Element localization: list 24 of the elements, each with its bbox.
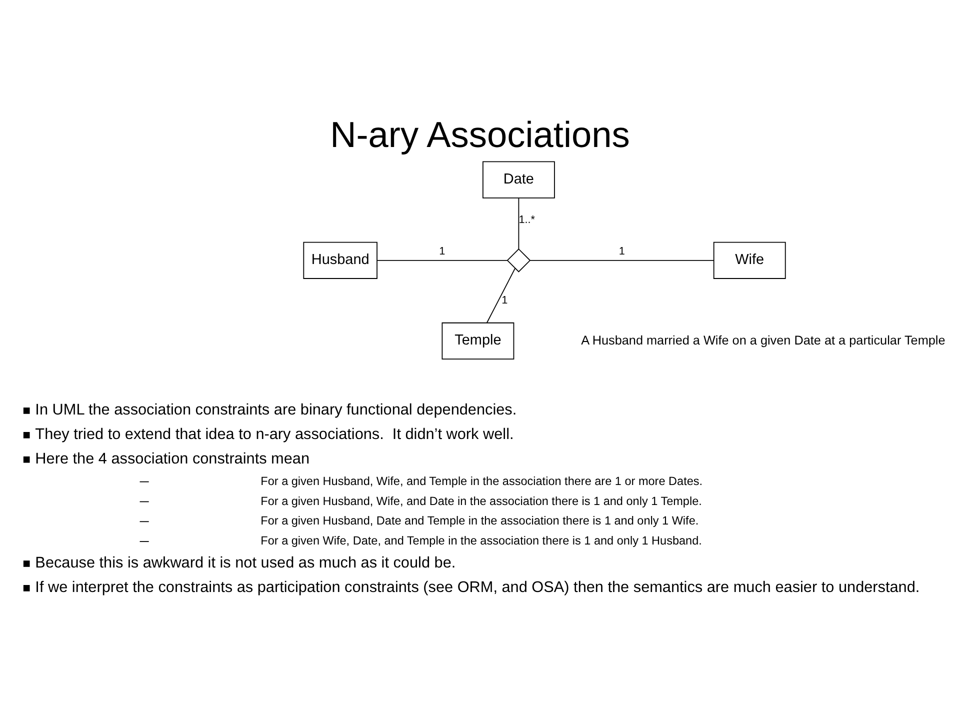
edge-label: 1 [618,246,625,258]
edge-label: 1 [502,294,508,306]
connector [376,260,508,261]
node-box: Date [482,161,555,198]
label: For a given Husband, Wife, and Date in the association there is 1 and only 1 Temple. [260,494,702,508]
connector [530,260,714,261]
node-box: Temple [442,322,514,360]
edge-label: 1..* [518,214,536,226]
label: For a given Wife, Date, and Temple in the association there is 1 and only 1 Husband. [260,534,702,548]
node-diamond [506,248,531,272]
node-box: Wife [713,242,786,279]
node-box: Husband [303,242,378,279]
label: Here the 4 association constraints mean [35,450,310,468]
label: In UML the association constraints are binary functional dependencies. [35,401,517,418]
label: For a given Husband, Wife, and Temple in the association there are 1 or more Dates. [260,474,703,488]
edge-label: 1 [439,246,446,258]
label: If we interpret the constraints as participation constraints (see ORM, and OSA) then the semantics are much easier to understand. [35,578,920,596]
label: A Husband married a Wife on a given Date at a particular Temple [581,333,946,348]
label: They tried to extend that idea to n-ary associations. It didn’t work well. [35,426,514,443]
connector [486,268,516,324]
label: Because this is awkward it is not used as much as it could be. [35,554,456,572]
label: For a given Husband, Date and Temple in the association there is 1 and only 1 Wife. [260,514,699,528]
connector [518,198,520,250]
diagram-title: N-ary Associations [330,114,630,156]
